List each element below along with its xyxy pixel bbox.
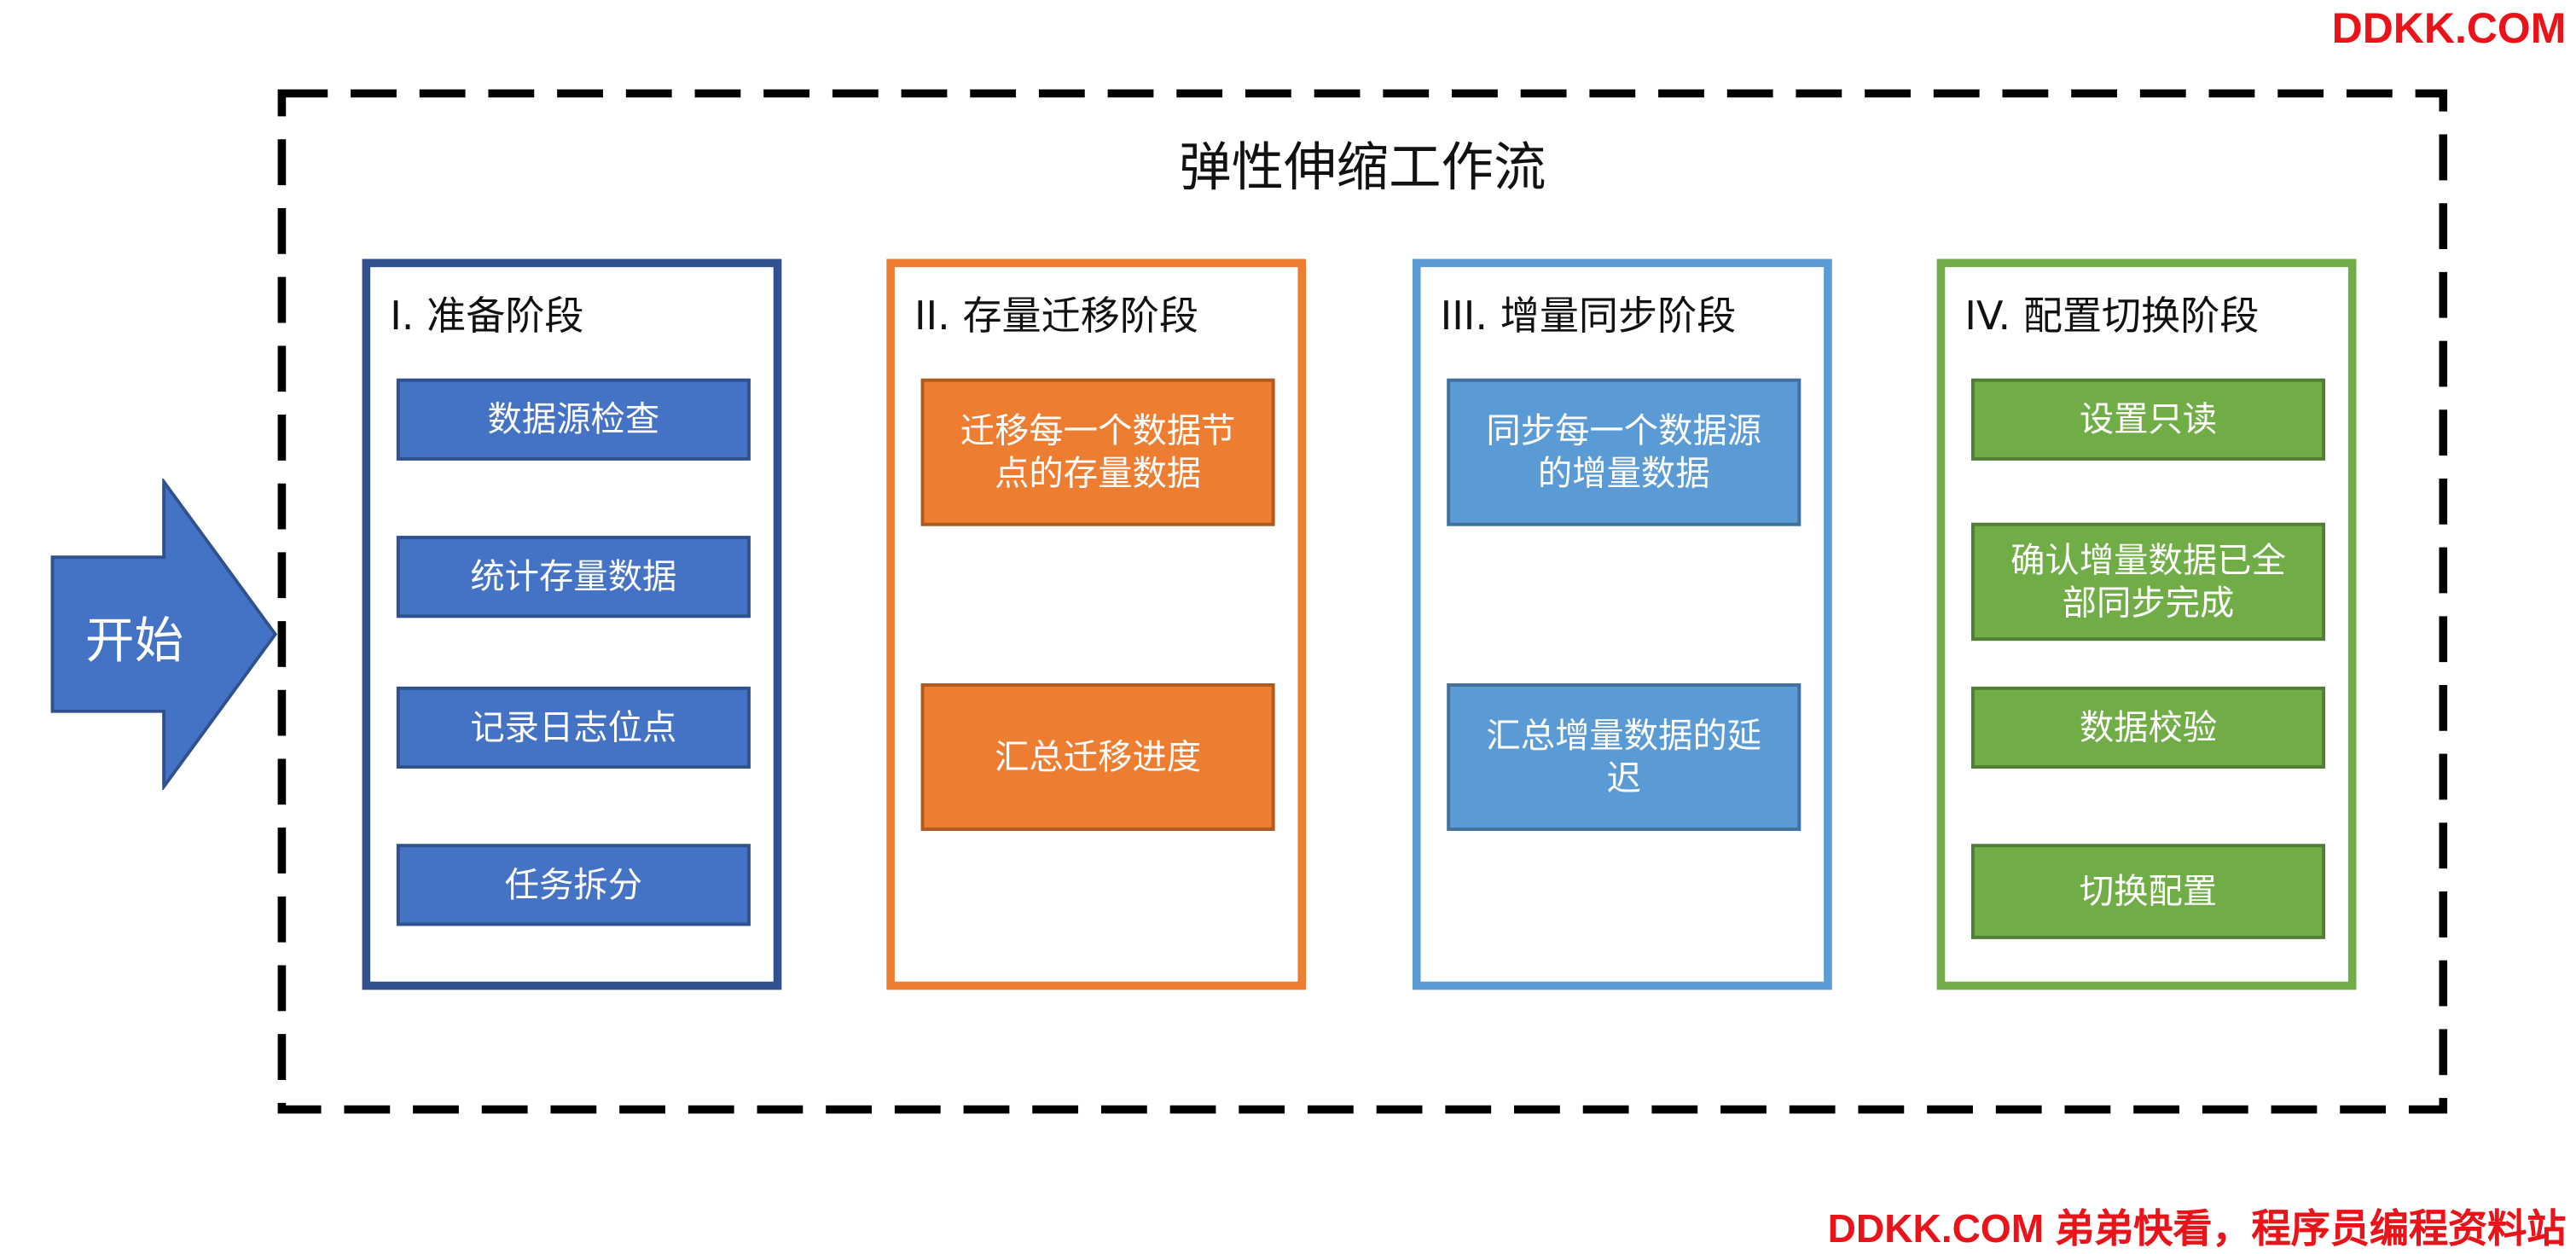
step-box: 同步每一个数据源的增量数据	[1447, 378, 1801, 526]
stage-incremental-sync: III. 增量同步阶段 同步每一个数据源的增量数据 汇总增量数据的延迟	[1412, 258, 1832, 990]
stage-preparation: I. 准备阶段 数据源检查 统计存量数据 记录日志位点 任务拆分	[362, 258, 782, 990]
start-arrow: 开始	[49, 478, 279, 790]
stage-title: IV. 配置切换阶段	[1964, 293, 2260, 340]
step-box: 数据校验	[1971, 686, 2325, 769]
step-box: 汇总迁移进度	[920, 683, 1275, 831]
step-box: 任务拆分	[396, 844, 751, 926]
stage-title: III. 增量同步阶段	[1440, 293, 1737, 340]
stage-title: II. 存量迁移阶段	[914, 293, 1199, 340]
start-label: 开始	[84, 612, 184, 671]
workflow-frame: 弹性伸缩工作流	[277, 89, 2448, 1114]
step-box: 切换配置	[1971, 844, 2325, 939]
step-box: 确认增量数据已全部同步完成	[1971, 522, 2325, 642]
stage-full-migration: II. 存量迁移阶段 迁移每一个数据节点的存量数据 汇总迁移进度	[886, 258, 1307, 990]
step-box: 汇总增量数据的延迟	[1447, 683, 1801, 831]
watermark-top: DDKK.COM	[2331, 3, 2567, 53]
step-box: 统计存量数据	[396, 536, 751, 618]
step-box: 迁移每一个数据节点的存量数据	[920, 378, 1275, 526]
stage-title: I. 准备阶段	[390, 293, 584, 340]
step-box: 设置只读	[1971, 378, 2325, 461]
diagram-title: 弹性伸缩工作流	[1179, 136, 1546, 199]
step-box: 数据源检查	[396, 378, 751, 461]
watermark-bottom: DDKK.COM 弟弟快看，程序员编程资料站	[1827, 1207, 2567, 1252]
stage-config-switch: IV. 配置切换阶段 设置只读 确认增量数据已全部同步完成 数据校验 切换配置	[1936, 258, 2357, 990]
step-box: 记录日志位点	[396, 686, 751, 769]
